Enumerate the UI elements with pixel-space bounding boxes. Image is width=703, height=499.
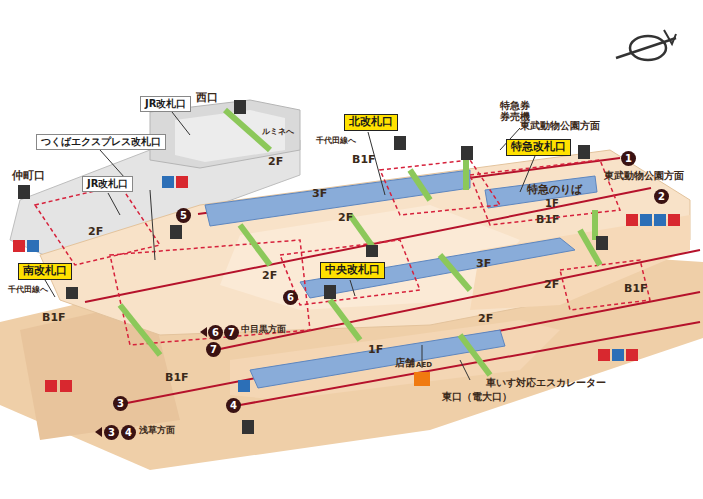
direction-name: 浅草方面 xyxy=(139,426,175,436)
gate-name: JR改札口 xyxy=(87,178,128,190)
callout-number: 4 xyxy=(121,425,136,440)
callout-number: 6 xyxy=(208,325,223,340)
callout-number: 3 xyxy=(113,396,128,411)
callout-number: 2 xyxy=(654,189,669,204)
rail-track xyxy=(85,158,700,405)
floor-label: 2F xyxy=(544,279,559,291)
1f-floor xyxy=(230,320,560,400)
callout-number: 5 xyxy=(176,208,191,223)
facility-icon xyxy=(13,100,680,434)
callout-number: 1 xyxy=(621,151,636,166)
facility-name: 特急券 券売機 xyxy=(500,100,536,122)
floor-label: 2F xyxy=(338,212,353,224)
gate-callout: 特急改札口 xyxy=(506,139,571,156)
direction-note: ルミネへ xyxy=(262,128,294,137)
compass xyxy=(616,30,676,60)
callout-number: 4 xyxy=(226,398,241,413)
gate-name: 北改札口 xyxy=(349,116,393,129)
floor-label: 1F xyxy=(545,198,559,209)
floor-label: B1F xyxy=(536,214,560,226)
gate-name: JR改札口 xyxy=(145,98,186,110)
exit-name: 仲町口 xyxy=(12,170,45,182)
floor-label: 2F xyxy=(262,270,277,282)
gate-name: 中央改札口 xyxy=(325,264,380,277)
floor-label: 2F xyxy=(88,226,103,238)
floor-label: 1F xyxy=(368,344,383,356)
callout-number: 6 xyxy=(283,290,298,305)
gate-box: JR改札口 xyxy=(140,96,191,112)
direction-name: 中目黒方面 xyxy=(241,325,286,335)
callout-number: 7 xyxy=(206,342,221,357)
gate-callout: 北改札口 xyxy=(344,114,398,131)
gate-box: JR改札口 xyxy=(82,176,133,192)
floor-label: B1F xyxy=(42,312,66,324)
leader-line xyxy=(45,112,535,380)
gate-name: 特急改札口 xyxy=(511,141,566,154)
aed-label: AED xyxy=(416,362,432,370)
2f-floor xyxy=(40,150,690,335)
direction-note: 千代田線へ xyxy=(316,137,356,146)
floor-label: B1F xyxy=(624,283,648,295)
floor-label: B1F xyxy=(165,372,189,384)
floor-label: 3F xyxy=(476,258,491,270)
direction-name: 東武動物公園方面 xyxy=(604,170,684,181)
gate-callout: 中央改札口 xyxy=(320,262,385,279)
exit-name: 東口（電大口） xyxy=(442,391,512,402)
escalator xyxy=(120,110,600,375)
gate-box: つくばエクスプレス改札口 xyxy=(36,134,166,150)
direction-name: 東武動物公園方面 xyxy=(520,120,600,131)
shop-label: 店舗 xyxy=(395,357,415,368)
direction-arrow xyxy=(95,327,207,437)
facility-name: 車いす対応エスカレーター xyxy=(486,377,606,388)
platform-name: 特急のりば xyxy=(527,184,582,196)
platform xyxy=(205,170,597,388)
floor-label: B1F xyxy=(352,154,376,166)
gate-callout: 南改札口 xyxy=(18,263,72,280)
gate-name: つくばエクスプレス改札口 xyxy=(41,136,161,148)
exit-name: 西口 xyxy=(196,92,218,104)
floor-label: 2F xyxy=(478,313,493,325)
direction-note: 千代田線へ xyxy=(8,286,48,295)
callout-number: 3 xyxy=(104,425,119,440)
floor-label: 3F xyxy=(312,188,327,200)
floor-label: 2F xyxy=(268,156,283,168)
gate-name: 南改札口 xyxy=(23,265,67,278)
callout-number: 7 xyxy=(224,325,239,340)
